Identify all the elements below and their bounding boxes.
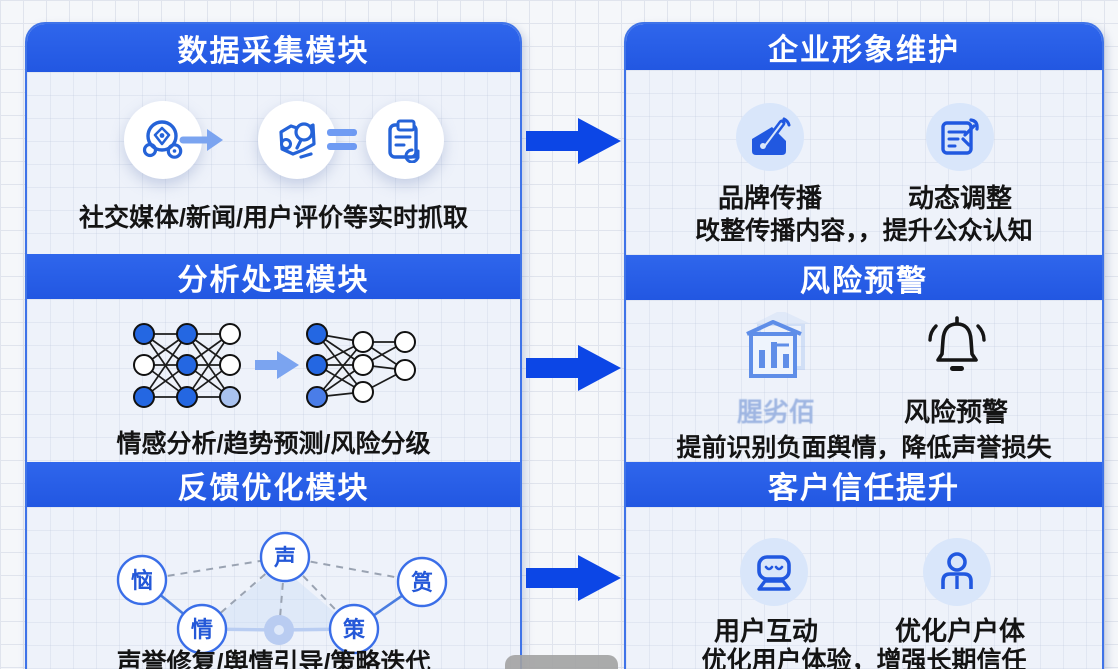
flow-arrow-2: [526, 345, 621, 391]
analysis-caption: 情感分析/趋势预测/风险分级: [116, 430, 431, 458]
section-title-text: 反馈优化模块: [177, 471, 370, 505]
section-title-risk-warning: 风险预警: [626, 255, 1102, 300]
brand-image-caption: 攺整传播内容，，提升公众认知: [695, 217, 1033, 245]
neural-network-diagram: [133, 323, 416, 408]
bell-icon: [928, 316, 986, 371]
person-icon: [923, 538, 991, 606]
section-title-text: 企业形象维护: [768, 34, 960, 67]
graph-node-bottom-right: 策: [343, 617, 366, 642]
trend-chart-icon: [746, 312, 811, 378]
graph-node-left: 恼: [131, 568, 153, 593]
flow-arrow-1: [526, 118, 621, 164]
risk-warning-body: 腥劣佰 风险预警 提前识别负面舆情，降低声誉损失: [626, 300, 1102, 462]
section-title-feedback: 反馈优化模块: [27, 462, 520, 507]
modules-column: 数据采集模块: [25, 22, 522, 669]
flow-arrow-3: [526, 555, 621, 601]
section-title-data-collection: 数据采集模块: [27, 24, 520, 72]
clipboard-sync-icon: [366, 101, 444, 179]
graph-node-right: 筼: [411, 570, 433, 595]
data-collection-body: 社交媒体/新闻/用户评价等实时抓取: [27, 72, 520, 254]
feedback-caption: 声誉修复/舆情引导/策略迭代: [116, 649, 431, 669]
interaction-item-label: 用户互动: [713, 616, 818, 646]
transform-arrow-icon: [255, 351, 299, 379]
feedback-body: 声 恼 筼 情 策 声誉修复/舆情引导/策略迭代: [27, 507, 520, 669]
section-title-brand-image: 企业形象维护: [626, 24, 1102, 70]
section-title-text: 风险预警: [800, 264, 928, 298]
section-title-customer-trust: 客户信任提升: [626, 462, 1102, 507]
benefits-column: 企业形象维护: [624, 22, 1104, 669]
graph-node-top: 声: [273, 545, 296, 570]
bottom-overlay-tab[interactable]: [505, 655, 618, 669]
map-magnifier-icon: [258, 101, 336, 179]
pen-pad-icon: [736, 103, 804, 171]
brand-item-label: 品牌传播: [717, 183, 822, 213]
equals-icon: [327, 129, 357, 150]
brand-image-body: 品牌传播 动态调整 攺整传播内容，，提升公众认知: [626, 70, 1102, 255]
feedback-graph: 声 恼 筼 情 策: [116, 531, 448, 655]
optimize-item-label: 优化户户体: [894, 616, 1025, 646]
arrow-right-icon: [179, 129, 223, 151]
section-title-text: 客户信任提升: [768, 471, 960, 505]
section-title-analysis: 分析处理模块: [27, 254, 520, 299]
adjust-item-label: 动态调整: [907, 183, 1012, 213]
analysis-body: 情感分析/趋势预测/风险分级: [27, 299, 520, 462]
document-wrench-icon: [926, 103, 994, 171]
graph-node-bottom-left: 情: [191, 617, 213, 642]
trend-item-label: 腥劣佰: [736, 397, 815, 427]
risk-warning-caption: 提前识别负面舆情，降低声誉损失: [676, 434, 1052, 462]
data-collection-caption: 社交媒体/新闻/用户评价等实时抓取: [79, 204, 468, 232]
robot-icon: [740, 538, 808, 606]
customer-trust-body: 用户互动 优化户户体 优化用户体验，增强长期信任: [626, 507, 1102, 669]
customer-trust-caption: 优化用户体验，增强长期信任: [701, 647, 1027, 669]
section-title-text: 数据采集模块: [177, 35, 370, 68]
section-title-text: 分析处理模块: [177, 263, 370, 297]
risk-item-label: 风险预警: [903, 397, 1008, 427]
